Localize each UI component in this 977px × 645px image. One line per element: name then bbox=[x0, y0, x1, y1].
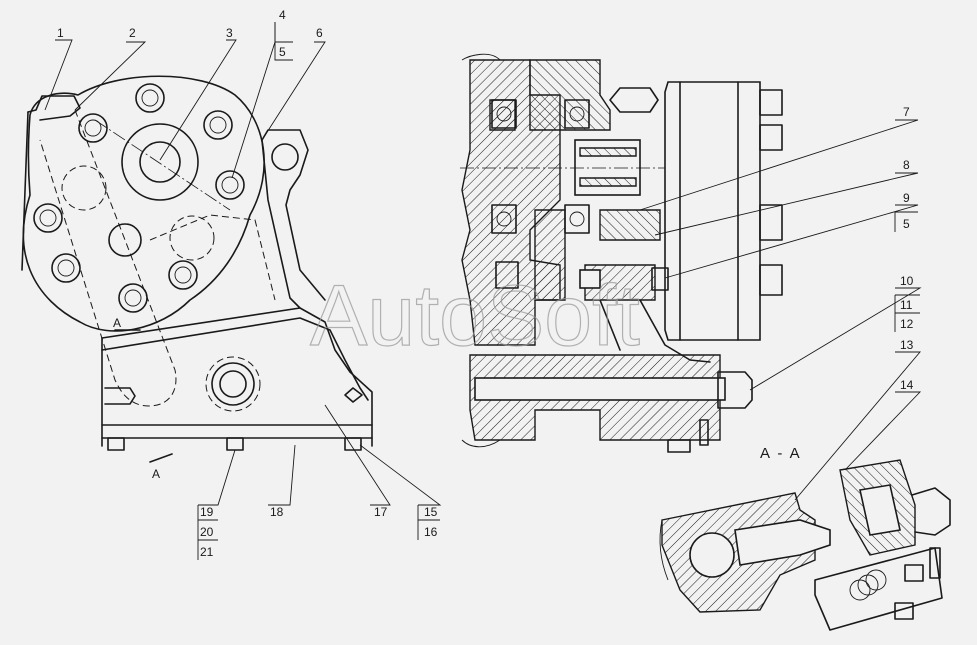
hidden-gear bbox=[169, 215, 215, 261]
long-bolt bbox=[474, 377, 726, 401]
section-view bbox=[460, 53, 783, 453]
hidden-arm bbox=[39, 109, 177, 407]
callout-14: 14 bbox=[900, 378, 914, 392]
bearings bbox=[491, 99, 590, 234]
callout-1: 1 bbox=[57, 26, 64, 40]
bracket-slot bbox=[104, 387, 136, 405]
callout-11: 11 bbox=[900, 298, 913, 312]
pump-body-side bbox=[664, 81, 761, 341]
section-a-a-title: A - A bbox=[760, 445, 802, 462]
bracket-base bbox=[101, 424, 373, 447]
section-mark-lines bbox=[114, 329, 173, 463]
callout-8: 8 bbox=[903, 158, 910, 172]
mount-bolt bbox=[211, 362, 255, 406]
callout-6: 6 bbox=[316, 26, 323, 40]
section-mark-top: A bbox=[113, 316, 121, 330]
centerline bbox=[94, 119, 231, 211]
callout-15: 15 bbox=[424, 505, 438, 519]
aa-bolt bbox=[911, 487, 951, 536]
callout-5a: 5 bbox=[279, 45, 286, 59]
pump-shaft bbox=[139, 141, 181, 183]
callout-3: 3 bbox=[226, 26, 233, 40]
small-bolt bbox=[344, 387, 363, 403]
callout-16: 16 bbox=[424, 525, 438, 539]
callout-5b: 5 bbox=[903, 217, 910, 231]
front-view: A A bbox=[21, 75, 373, 481]
callout-9: 9 bbox=[903, 191, 910, 205]
callout-10: 10 bbox=[900, 274, 914, 288]
aa-pin bbox=[734, 519, 831, 566]
hidden-gear bbox=[61, 165, 107, 211]
callout-21: 21 bbox=[200, 545, 214, 559]
pump-shaft-boss bbox=[121, 123, 199, 201]
leader-lines bbox=[44, 22, 922, 560]
callout-18: 18 bbox=[270, 505, 284, 519]
callout-4: 4 bbox=[279, 8, 286, 22]
port bbox=[108, 223, 142, 257]
section-a-a: A - A bbox=[659, 445, 951, 631]
bearing-housing bbox=[529, 59, 611, 131]
bracket-outline bbox=[101, 129, 373, 439]
base-bolts bbox=[107, 437, 362, 451]
hex-nut-top bbox=[609, 87, 659, 113]
watermark: AutoSoft bbox=[310, 268, 640, 364]
pump-body-bolts bbox=[759, 89, 783, 296]
bracket-rib bbox=[101, 307, 369, 401]
long-bolt-nut bbox=[717, 371, 753, 409]
callout-12: 12 bbox=[900, 317, 914, 331]
callout-20: 20 bbox=[200, 525, 214, 539]
housing-bolts bbox=[33, 83, 245, 313]
bracket-ear-hole bbox=[271, 143, 299, 171]
callout-2: 2 bbox=[129, 26, 136, 40]
callout-17: 17 bbox=[374, 505, 388, 519]
callout-7: 7 bbox=[903, 105, 910, 119]
callout-19: 19 bbox=[200, 505, 214, 519]
section-mark-bottom: A bbox=[152, 467, 160, 481]
aa-thread bbox=[849, 569, 887, 601]
callout-13: 13 bbox=[900, 338, 914, 352]
drive-gear bbox=[599, 209, 661, 241]
callouts: 1 2 3 4 5 6 7 8 9 5 10 11 12 13 14 15 16… bbox=[57, 8, 914, 559]
nut-9 bbox=[651, 267, 669, 291]
aa-base bbox=[814, 547, 943, 631]
locking-tab bbox=[27, 95, 81, 121]
